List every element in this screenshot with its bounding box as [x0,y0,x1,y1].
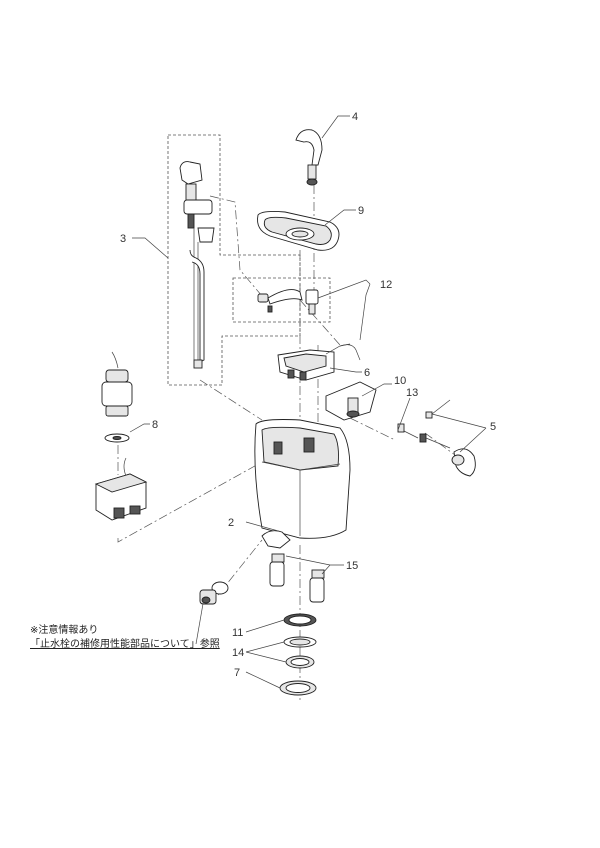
caution-note: ※注意情報あり 「止水栓の補修用性能部品について」参照 [30,624,220,652]
hose-group-box [232,277,331,323]
fill-valve-group-box [167,134,301,386]
callout-3: 3 [120,233,126,245]
callout-7: 7 [234,667,240,679]
assembly-groups [167,134,331,386]
callout-5: 5 [490,421,496,433]
part-11-gasket [283,613,317,627]
control-box [94,457,148,521]
callout-numbers: 4 9 3 12 6 10 13 5 8 2 15 11 14 7 [120,111,496,679]
part-4-spout [295,129,323,186]
callout-6: 6 [364,367,370,379]
callout-9: 9 [358,205,364,217]
part-10-bracket [325,381,377,421]
part-6-valve-body [277,343,361,381]
callout-15: 15 [346,560,358,572]
part-13-5-lever [397,411,476,477]
caution-note-line-2[interactable]: 「止水栓の補修用性能部品について」参照 [30,639,220,650]
leader-lines [129,115,487,689]
part-7-seal [279,680,317,696]
hose-assembly [257,289,319,315]
callout-12: 12 [380,279,392,291]
callout-13: 13 [406,387,418,399]
part-8-inlet-valve [101,351,133,443]
tank-body [254,419,351,539]
part-15-connectors [269,553,325,603]
callout-10: 10 [394,375,406,387]
callout-4: 4 [352,111,358,123]
caution-note-line-1: ※注意情報あり [30,625,99,636]
callout-2: 2 [228,517,234,529]
part-9-lid-plate [257,210,340,251]
part-3-fill-valve [179,161,215,369]
stop-valve [199,581,229,605]
callout-8: 8 [152,419,158,431]
callout-11: 11 [232,627,243,639]
callout-14: 14 [232,647,244,659]
